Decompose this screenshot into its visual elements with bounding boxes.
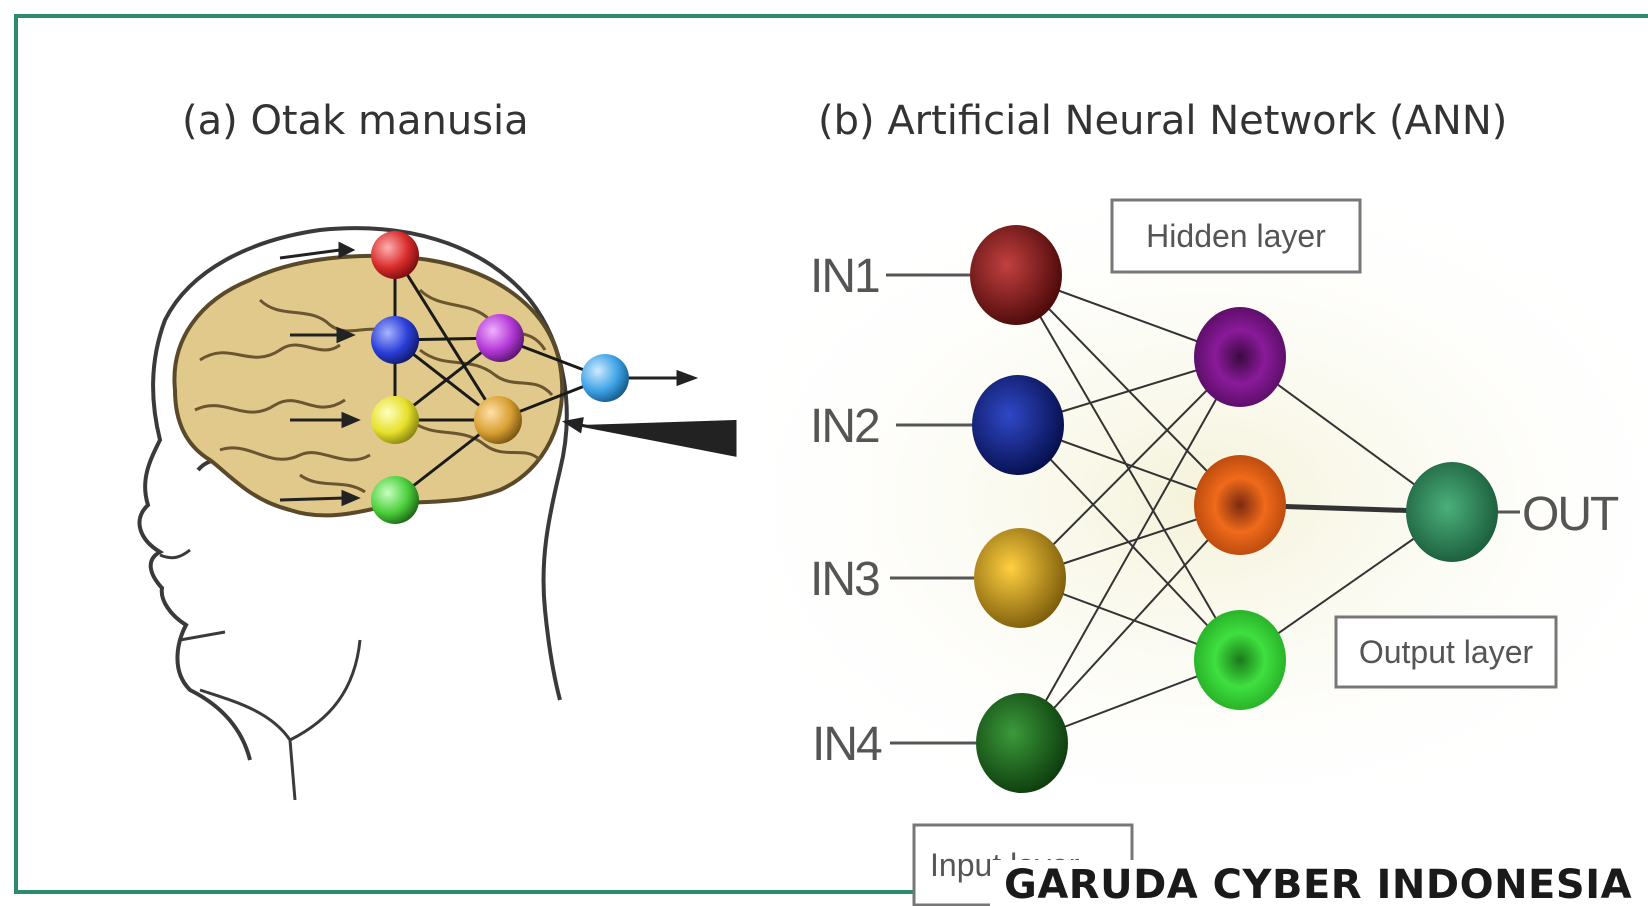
hidden-neuron-1 bbox=[1194, 307, 1286, 407]
label-in2: IN2 bbox=[810, 400, 879, 453]
label-in4: IN4 bbox=[812, 718, 882, 771]
hidden-layer-label: Hidden layer bbox=[1146, 218, 1326, 254]
label-in1: IN1 bbox=[810, 250, 879, 303]
input-neuron-3 bbox=[974, 528, 1066, 628]
watermark-text: GARUDA CYBER INDONESIA bbox=[1004, 862, 1632, 906]
input-neuron-2 bbox=[972, 375, 1064, 475]
input-neuron-4 bbox=[976, 693, 1068, 793]
label-out: OUT bbox=[1522, 488, 1619, 541]
hidden-neuron-3 bbox=[1194, 610, 1286, 710]
output-neuron bbox=[1406, 462, 1498, 562]
output-layer-label: Output layer bbox=[1359, 634, 1534, 670]
label-in3: IN3 bbox=[810, 553, 879, 606]
input-neuron-1 bbox=[970, 225, 1062, 325]
hidden-neuron-2 bbox=[1194, 455, 1286, 555]
